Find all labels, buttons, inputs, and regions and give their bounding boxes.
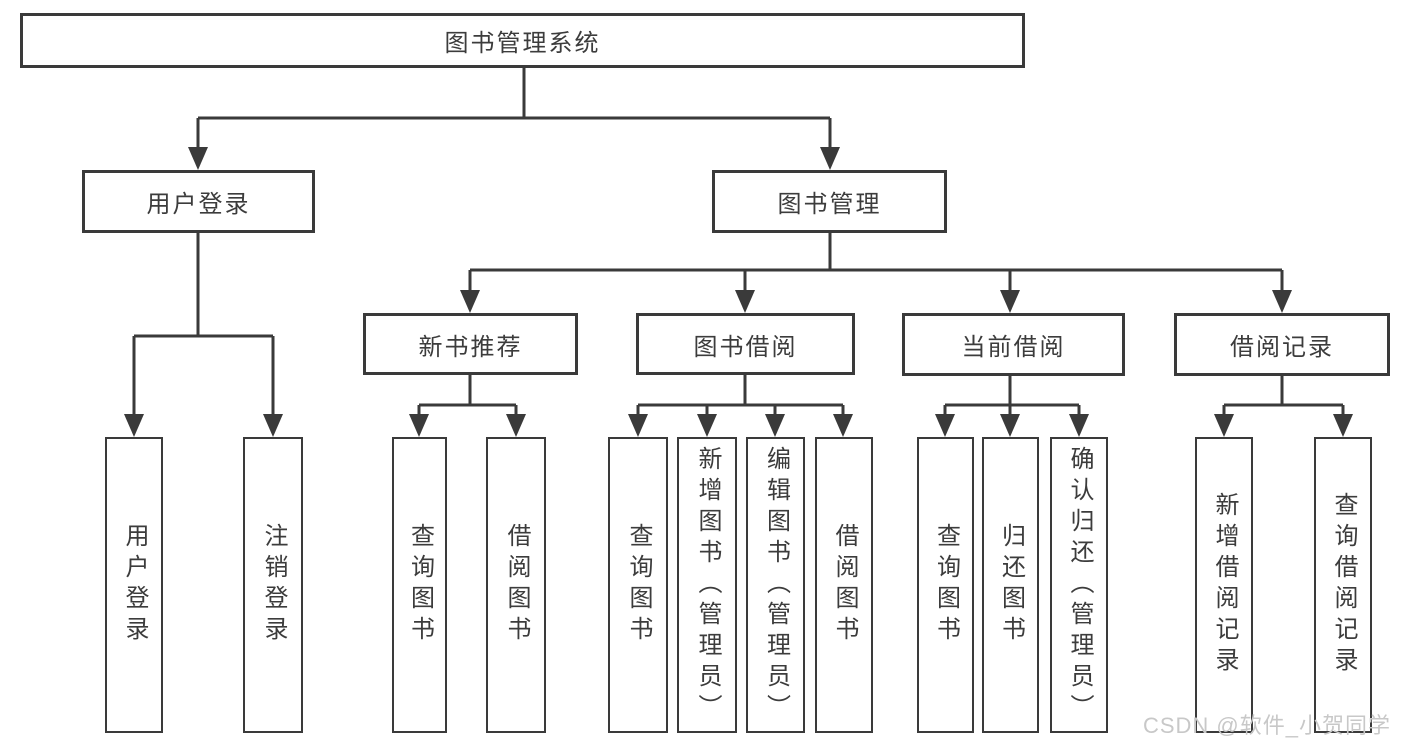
arrowhead [409, 414, 429, 437]
node-user-login: 用户登录 [82, 170, 315, 233]
leaf-add-books-admin: 新增图书（管理员） [677, 437, 737, 733]
leaf-borrow-books-recommend: 借阅图书 [486, 437, 546, 733]
arrowhead [833, 414, 853, 437]
connector-user-login-to-leaves [132, 233, 275, 418]
leaf-borrow-books: 借阅图书 [815, 437, 873, 733]
arrowhead [1333, 414, 1353, 437]
leaf-return-books: 归还图书 [982, 437, 1039, 733]
connector-new-book-to-leaves [417, 375, 518, 418]
node-book-borrow: 图书借阅 [636, 313, 855, 375]
connector-book-borrow-to-leaves [636, 375, 845, 418]
arrowhead [1214, 414, 1234, 437]
leaf-edit-books-admin: 编辑图书（管理员） [746, 437, 805, 733]
leaf-user-login: 用户登录 [105, 437, 163, 733]
arrowhead [263, 414, 283, 437]
arrowhead [1000, 290, 1020, 313]
node-new-book-recommend: 新书推荐 [363, 313, 578, 375]
node-borrow-records: 借阅记录 [1174, 313, 1390, 376]
leaf-query-books-recommend: 查询图书 [392, 437, 447, 733]
connector-borrow-records-to-leaves [1222, 376, 1345, 418]
arrowhead [935, 414, 955, 437]
arrowhead [820, 147, 840, 170]
leaf-query-books-borrow: 查询图书 [608, 437, 668, 733]
leaf-query-books-current: 查询图书 [917, 437, 974, 733]
arrowhead [1000, 414, 1020, 437]
node-root-system: 图书管理系统 [20, 13, 1025, 68]
arrowhead [1069, 414, 1089, 437]
arrowhead [765, 414, 785, 437]
leaf-query-borrow-record: 查询借阅记录 [1314, 437, 1372, 733]
arrowhead [1272, 290, 1292, 313]
connector-current-borrow-to-leaves [943, 376, 1081, 418]
leaf-logout: 注销登录 [243, 437, 303, 733]
arrowhead [628, 414, 648, 437]
leaf-confirm-return-admin: 确认归还（管理员） [1050, 437, 1108, 733]
arrowhead [506, 414, 526, 437]
leaf-add-borrow-record: 新增借阅记录 [1195, 437, 1253, 733]
watermark: CSDN @软件_小贺同学 [1142, 713, 1391, 738]
node-book-management: 图书管理 [712, 170, 947, 233]
arrowhead [697, 414, 717, 437]
node-current-borrow: 当前借阅 [902, 313, 1125, 376]
arrowhead [188, 147, 208, 170]
connector-book-mgmt-to-groups [468, 233, 1284, 293]
arrowhead [124, 414, 144, 437]
arrowhead [735, 290, 755, 313]
arrowhead [460, 290, 480, 313]
connector-root-to-level2 [196, 68, 832, 150]
